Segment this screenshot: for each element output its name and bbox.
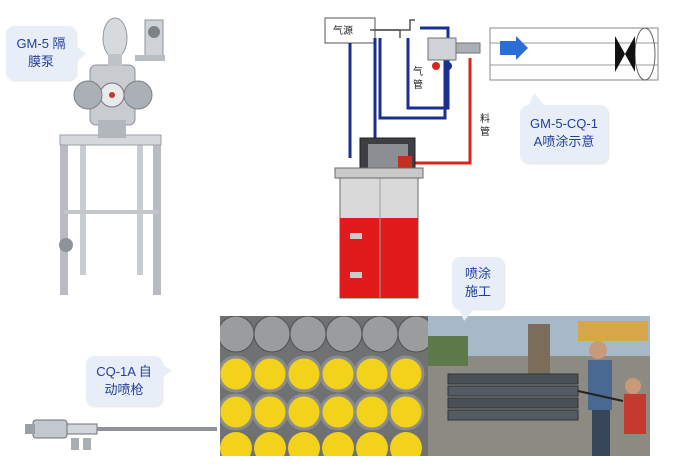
- material-pipe-label-char-2: 管: [480, 127, 490, 138]
- application-callout-line-2: 施工: [464, 284, 491, 299]
- application-callout: 喷涂 施工: [452, 257, 504, 321]
- air-pipe-label-char-2: 管: [413, 80, 423, 91]
- application-callout-line-1: 喷涂: [464, 266, 491, 281]
- pump-callout-line-2: 膜泵: [27, 54, 54, 69]
- spray-schematic: [324, 17, 659, 299]
- pump-callout-line-1: GM-5 隔: [16, 36, 66, 51]
- pipe-ends: [220, 316, 428, 456]
- air-source-label: 气源: [333, 26, 353, 37]
- coated-pipes-photo: [220, 316, 428, 456]
- spray-callout-line-1: GM-5-CQ-1: [530, 116, 598, 131]
- spray-schematic-callout: GM-5-CQ-1 A喷涂示意: [520, 93, 608, 163]
- spray-callout-line-2: A喷涂示意: [533, 134, 595, 149]
- diaphragm-pump-image: [59, 17, 165, 295]
- air-pipe-label-char-1: 气: [413, 67, 423, 78]
- gun-callout-line-2: 动喷枪: [104, 382, 144, 397]
- spray-application-photo: [428, 316, 650, 456]
- material-pipe-label: 料 管: [480, 113, 490, 139]
- auto-spray-gun-image: [25, 419, 217, 450]
- material-pipe-label-char-1: 料: [480, 114, 490, 125]
- pump-callout: GM-5 隔 膜泵: [6, 26, 86, 80]
- gun-callout-line-1: CQ-1A 自: [96, 364, 152, 379]
- gun-callout: CQ-1A 自 动喷枪: [86, 356, 172, 406]
- air-pipe-label: 气 管: [413, 66, 423, 92]
